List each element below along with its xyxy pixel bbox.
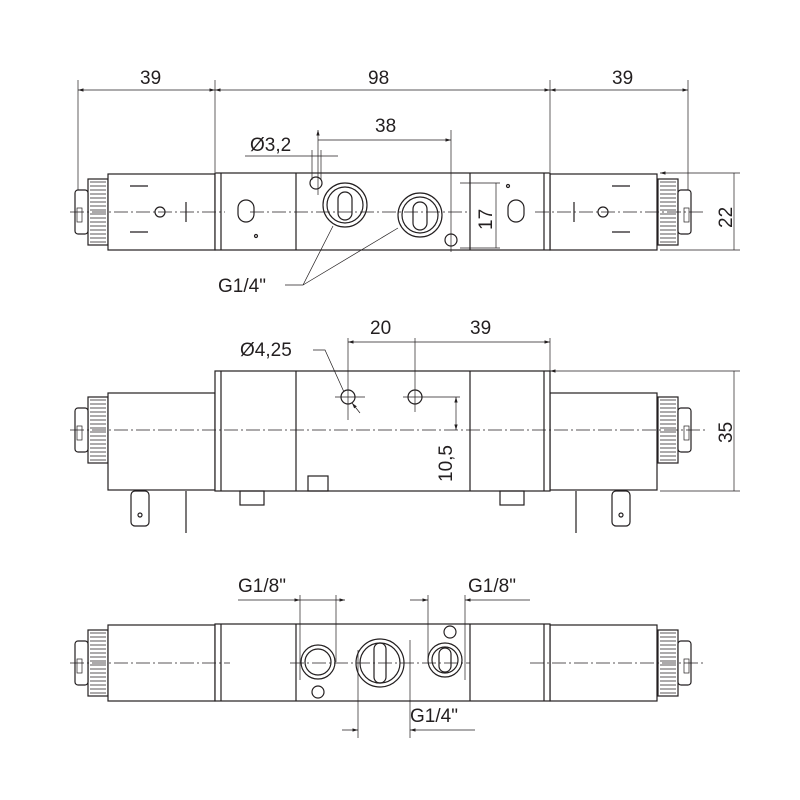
dim-port-height: 17 (476, 209, 497, 230)
label-port-right: G1/8" (468, 576, 516, 597)
dim-right-coil: 39 (612, 68, 633, 89)
label-port-thread: G1/4" (218, 276, 266, 297)
bottom-view: G1/8" G1/8" G1/4" (70, 576, 705, 738)
dim-mount-hole: Ø3,2 (250, 135, 291, 156)
dim-hole-spacing: 20 (370, 318, 391, 339)
side-view: 20 39 Ø4,25 10,5 35 (70, 318, 740, 533)
label-port-left: G1/8" (238, 576, 286, 597)
overall-dimensions: 39 98 39 (77, 68, 689, 205)
dim-height: 35 (716, 422, 737, 443)
top-view: 38 Ø3,2 17 22 G1/4" (70, 116, 740, 297)
dim-body: 98 (368, 68, 389, 89)
dim-hole-offset: 10,5 (436, 445, 457, 482)
dim-port-spacing: 38 (375, 116, 396, 137)
label-port-center: G1/4" (410, 706, 458, 727)
dim-hole-to-end: 39 (470, 318, 491, 339)
dim-width: 22 (716, 207, 737, 228)
dim-left-coil: 39 (140, 68, 161, 89)
dim-mount-hole-2: Ø4,25 (240, 340, 292, 361)
